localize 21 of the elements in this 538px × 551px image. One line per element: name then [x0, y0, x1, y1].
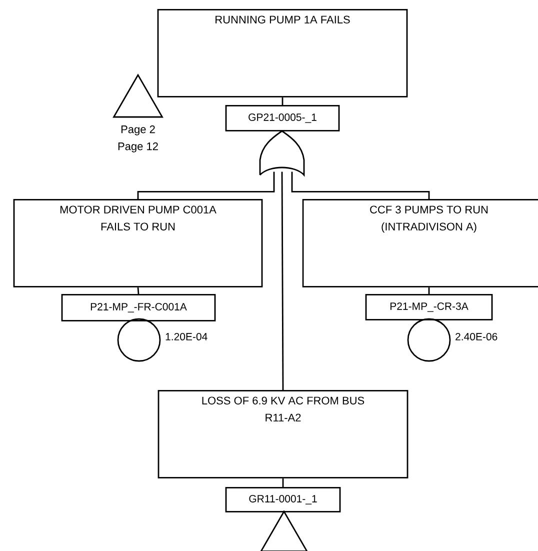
connector-line [282, 478, 284, 487]
page-reference: Page 2 Page 12 [118, 125, 158, 152]
probability-value: 2.40E-06 [456, 332, 498, 340]
event-box: MOTOR DRIVEN PUMP C001A FAILS TO RUN [13, 199, 263, 288]
id-box: GP21-0005-_1 [225, 105, 340, 132]
probability-value: 1.20E-04 [166, 332, 208, 340]
basic-event-circle [407, 318, 451, 362]
or-gate [259, 130, 305, 176]
connector-line [281, 172, 284, 390]
id-box: P21-MP_-FR-C001A [61, 294, 216, 322]
event-box: RUNNING PUMP 1A FAILS [157, 9, 408, 98]
connector-line [282, 97, 284, 105]
connector-line [137, 287, 140, 294]
connector-line [291, 172, 430, 199]
event-box: LOSS OF 6.9 KV AC FROM BUS R11-A2 [158, 390, 408, 478]
connector-line [428, 287, 430, 294]
event-box: CCF 3 PUMPS TO RUN (INTRADIVISON A) [302, 199, 538, 288]
basic-event-circle [117, 318, 161, 362]
id-box: GR11-0001-_1 [225, 487, 341, 512]
connector-line [137, 172, 275, 199]
id-box: P21-MP_-CR-3A [365, 294, 493, 320]
